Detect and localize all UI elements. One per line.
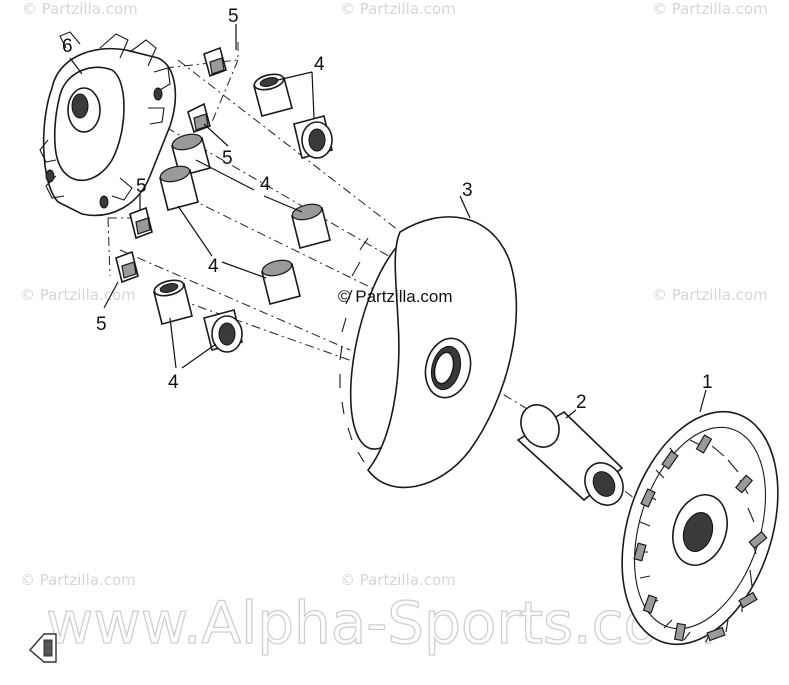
- watermark-partzilla: © Partzilla.com: [20, 286, 136, 304]
- leader-lines: [69, 24, 707, 419]
- movable-drive-face-part-3: [339, 216, 518, 489]
- watermark-partzilla: © Partzilla.com: [340, 571, 456, 589]
- watermark-partzilla: © Partzilla.com: [22, 0, 138, 18]
- callout-numbers: 5 4 6 5 4 5 4 5 4 3 2 1: [62, 6, 713, 413]
- callout-2: 2: [576, 392, 587, 413]
- watermark-partzilla: © Partzilla.com: [20, 571, 136, 589]
- watermark-partzilla-center: © Partzilla.com: [338, 287, 453, 306]
- callout-4: 4: [260, 174, 271, 195]
- watermark-partzilla: © Partzilla.com: [340, 0, 456, 18]
- collar-sleeve-part-2: [516, 404, 624, 506]
- watermark-partzilla: © Partzilla.com: [652, 286, 768, 304]
- fixed-drive-face-part-1: [621, 410, 779, 646]
- slider-part-5: [115, 46, 227, 284]
- watermark-partzilla: © Partzilla.com: [652, 0, 768, 18]
- callout-4: 4: [314, 54, 325, 75]
- watermark-layer: © Partzilla.com © Partzilla.com © Partzi…: [20, 0, 768, 658]
- callout-6: 6: [62, 36, 73, 57]
- callout-4: 4: [168, 372, 179, 393]
- callout-3: 3: [462, 180, 473, 201]
- callout-5: 5: [136, 176, 147, 197]
- weight-roller-part-4: [153, 73, 333, 353]
- callout-4: 4: [208, 256, 219, 277]
- front-arrow-icon: [29, 633, 57, 663]
- callout-5: 5: [228, 6, 239, 27]
- watermark-alpha-sports: www.Alpha-Sports.com: [46, 589, 716, 657]
- ramp-plate-part-6: [39, 31, 177, 217]
- callout-5: 5: [222, 148, 233, 169]
- callout-5: 5: [96, 314, 107, 335]
- callout-1: 1: [702, 372, 713, 393]
